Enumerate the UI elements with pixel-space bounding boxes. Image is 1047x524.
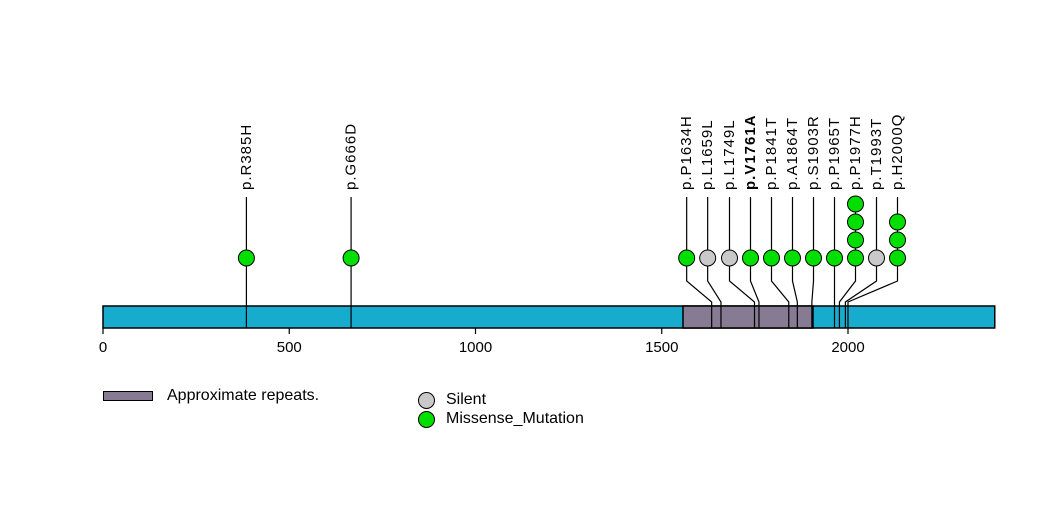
mutation-connector-line bbox=[770, 197, 790, 328]
mutation-label: p.P1965T bbox=[826, 117, 843, 190]
mutation-dot bbox=[237, 249, 255, 267]
mutation-dot bbox=[742, 249, 760, 267]
mutation-dot bbox=[805, 249, 823, 267]
mutation-label: p.L1749L bbox=[721, 119, 738, 190]
mutation-connector-line bbox=[811, 197, 815, 328]
legend-domain-item: Approximate repeats. bbox=[103, 386, 319, 406]
mutation-label: p.R385H bbox=[238, 124, 255, 190]
mutation-label: p.P1634H bbox=[678, 115, 695, 190]
mutation-dot bbox=[847, 213, 865, 231]
mutation-dot bbox=[889, 231, 907, 249]
silent-legend-label: Silent bbox=[446, 391, 487, 408]
mutation-dot bbox=[826, 249, 844, 267]
mutation-label: p.P1841T bbox=[763, 117, 780, 190]
mutation-dot bbox=[868, 249, 886, 267]
mutation-dot bbox=[889, 249, 907, 267]
axis-tick-label: 500 bbox=[277, 339, 302, 356]
mutation-label: p.P1977H bbox=[847, 115, 864, 190]
mutation-dot bbox=[847, 249, 865, 267]
mutation-dot bbox=[847, 195, 865, 213]
mutation-connector-line bbox=[844, 197, 878, 328]
mutation-label: p.L1659L bbox=[699, 119, 716, 190]
mutation-dot bbox=[699, 249, 717, 267]
legend-missense-item: Missense_Mutation bbox=[418, 409, 584, 429]
mutation-label: p.A1864T bbox=[784, 117, 801, 190]
mutation-label: p.V1761A bbox=[742, 114, 759, 190]
legend-silent-item: Silent bbox=[418, 390, 486, 410]
mutation-label: p.S1903R bbox=[805, 115, 822, 190]
protein-backbone bbox=[102, 305, 996, 329]
mutation-connector-line bbox=[791, 197, 798, 328]
axis-tick-label: 2000 bbox=[831, 339, 864, 356]
axis-tick-label: 1500 bbox=[645, 339, 678, 356]
domain-legend-label: Approximate repeats. bbox=[167, 387, 320, 404]
mutation-label: p.T1993T bbox=[868, 118, 885, 190]
mutation-dot bbox=[847, 231, 865, 249]
mutation-label: p.H2000Q bbox=[889, 114, 906, 190]
mutation-dot bbox=[721, 249, 739, 267]
mutation-dot bbox=[678, 249, 696, 267]
missense-legend-label: Missense_Mutation bbox=[446, 410, 584, 427]
axis-tick-label: 1000 bbox=[459, 339, 492, 356]
mutation-dot bbox=[763, 249, 781, 267]
mutation-connector-line bbox=[686, 197, 713, 328]
silent-color-swatch bbox=[418, 391, 435, 409]
mutation-connector-line bbox=[749, 197, 760, 328]
mutation-label: p.G666D bbox=[343, 123, 360, 190]
mutation-dot bbox=[784, 249, 802, 267]
axis-tick-label: 0 bbox=[99, 339, 107, 356]
mutation-dot bbox=[889, 213, 907, 231]
domain-block bbox=[682, 305, 814, 329]
domain-color-swatch bbox=[103, 391, 153, 401]
mutation-connector-line bbox=[728, 197, 756, 328]
mutation-dot bbox=[342, 249, 360, 267]
missense-color-swatch bbox=[418, 410, 435, 428]
mutation-connector-line bbox=[707, 197, 722, 328]
